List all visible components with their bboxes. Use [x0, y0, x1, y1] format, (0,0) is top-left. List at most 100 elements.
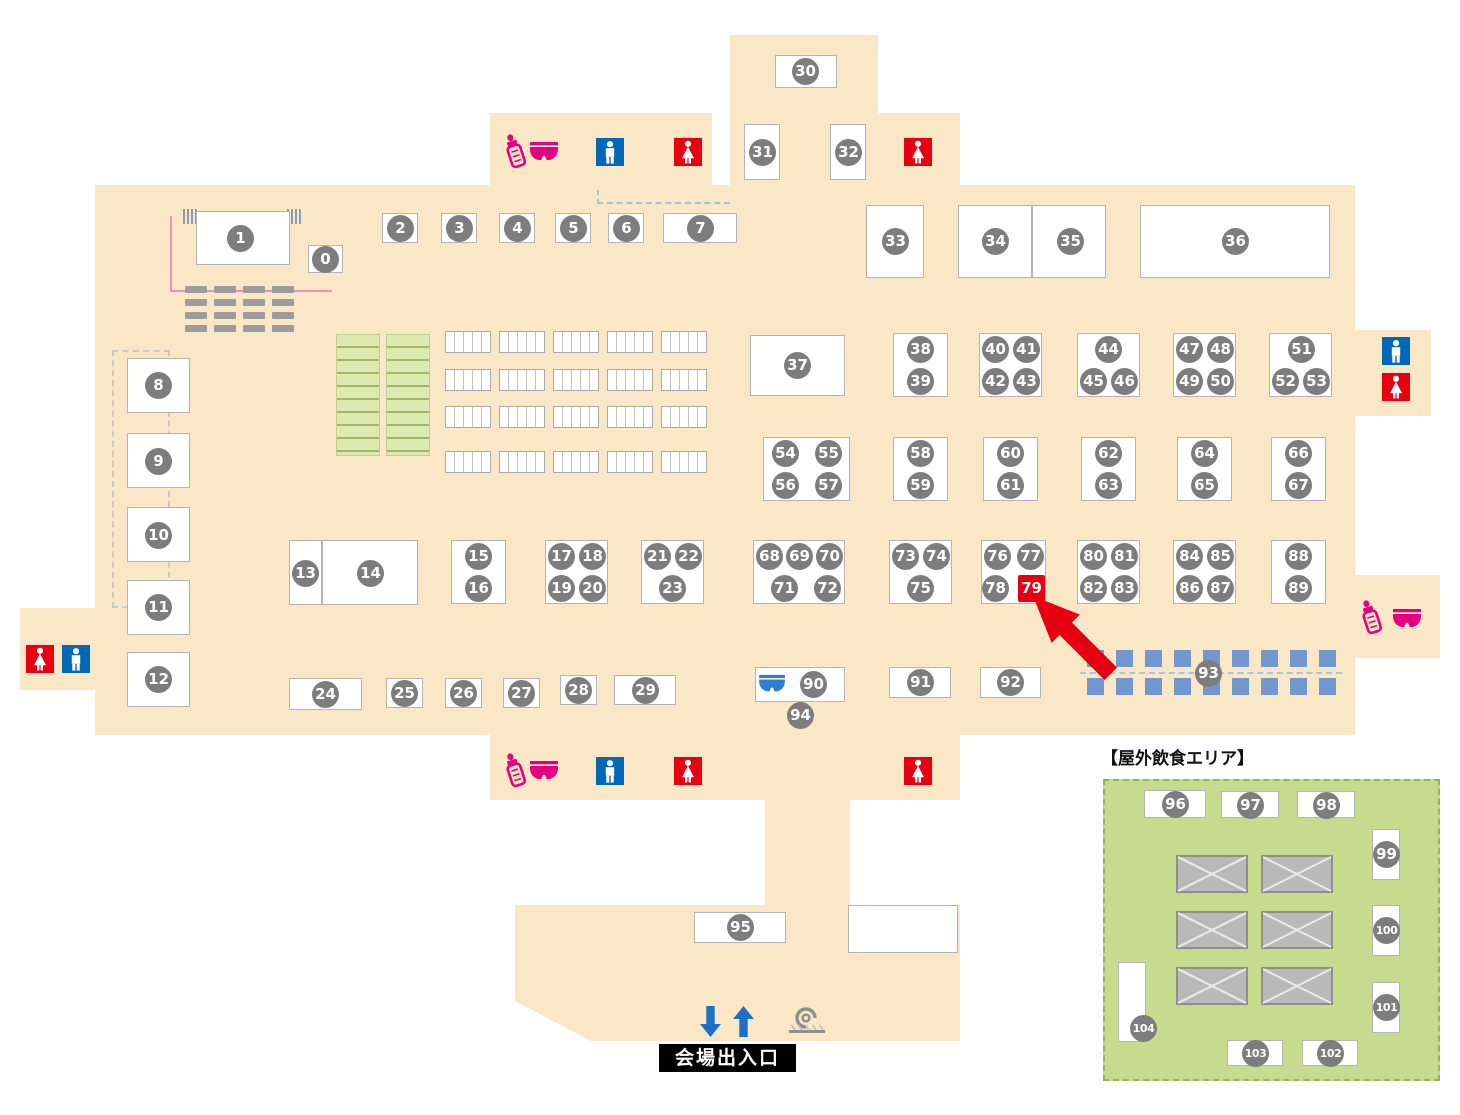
booth-95-marker: 95	[727, 914, 754, 941]
booth-43-marker: 43	[1013, 368, 1040, 395]
booth-46-marker: 46	[1111, 368, 1138, 395]
seating-cluster	[499, 331, 545, 353]
toilet-female-icon	[904, 757, 932, 785]
ramp-spiral-icon	[784, 1004, 830, 1036]
toilet-female-icon	[674, 138, 702, 166]
booth-81-marker: 81	[1111, 543, 1138, 570]
seating-cluster	[607, 451, 653, 473]
booth-87-marker: 87	[1207, 575, 1234, 602]
seating-table-blue	[1174, 650, 1191, 667]
booth-3-marker: 3	[446, 215, 473, 242]
booth-39-marker: 39	[907, 368, 934, 395]
booth-88-marker: 88	[1285, 543, 1312, 570]
booth-44-marker: 44	[1095, 336, 1122, 363]
queue-dash	[185, 286, 207, 293]
booth-42-marker: 42	[982, 368, 1009, 395]
booth-0-marker: 0	[312, 246, 339, 273]
seating-table-blue	[1261, 650, 1278, 667]
booth-89-marker: 89	[1285, 575, 1312, 602]
booth-box	[127, 358, 190, 413]
booth-86-marker: 86	[1176, 575, 1203, 602]
booth-70-marker: 70	[816, 543, 843, 570]
seating-cluster	[445, 451, 491, 473]
booth-4-marker: 4	[504, 215, 531, 242]
booth-59-marker: 59	[907, 472, 934, 499]
booth-box	[848, 905, 958, 953]
stage-line	[170, 216, 172, 292]
seating-table-green	[386, 334, 430, 456]
toilet-male-icon	[62, 645, 90, 673]
queue-dash	[185, 299, 207, 306]
seating-table-blue	[1145, 650, 1162, 667]
nursing-bottle-icon	[501, 752, 529, 790]
queue-dash	[185, 325, 207, 332]
seating-cluster	[445, 369, 491, 391]
seating-cluster	[499, 369, 545, 391]
booth-40-marker: 40	[982, 336, 1009, 363]
booth-101-marker: 101	[1373, 994, 1400, 1021]
toilet-male-icon	[596, 138, 624, 166]
outdoor-table	[1176, 911, 1248, 949]
queue-dash	[243, 299, 265, 306]
seating-table-blue	[1087, 678, 1104, 695]
booth-1-marker: 1	[227, 225, 254, 252]
booth-56-marker: 56	[772, 472, 799, 499]
booth-90-marker: 90	[800, 671, 827, 698]
queue-dash	[185, 312, 207, 319]
seating-table-blue	[1232, 678, 1249, 695]
booth-8-marker: 8	[145, 372, 172, 399]
booth-98-marker: 98	[1313, 792, 1340, 819]
dashed-guide-line	[597, 190, 730, 204]
toilet-male-icon	[596, 757, 624, 785]
queue-dash	[272, 312, 294, 319]
booth-103-marker: 103	[1242, 1040, 1269, 1067]
booth-32-marker: 32	[835, 139, 862, 166]
booth-80-marker: 80	[1080, 543, 1107, 570]
seating-cluster	[607, 406, 653, 428]
seating-cluster	[499, 451, 545, 473]
booth-37-marker: 37	[784, 352, 811, 379]
booth-6-marker: 6	[613, 215, 640, 242]
floor-area	[765, 798, 850, 908]
booth-63-marker: 63	[1095, 472, 1122, 499]
booth-47-marker: 47	[1176, 336, 1203, 363]
toilet-female-icon	[904, 138, 932, 166]
entrance-label: 会場出入口	[659, 1044, 796, 1072]
booth-76-marker: 76	[984, 543, 1011, 570]
booth-71-marker: 71	[771, 575, 798, 602]
booth-36-marker: 36	[1222, 228, 1249, 255]
stage-hatch	[183, 209, 199, 224]
toilet-female-icon	[674, 757, 702, 785]
booth-50-marker: 50	[1207, 368, 1234, 395]
booth-57-marker: 57	[815, 472, 842, 499]
nursing-pants-icon	[528, 759, 560, 784]
outdoor-table	[1176, 967, 1248, 1005]
booth-100-marker: 100	[1373, 917, 1400, 944]
queue-dash	[214, 325, 236, 332]
booth-22-marker: 22	[675, 543, 702, 570]
booth-93-marker: 93	[1195, 660, 1222, 687]
nursing-bottle-icon	[1357, 599, 1385, 637]
booth-51-marker: 51	[1288, 336, 1315, 363]
booth-60-marker: 60	[997, 440, 1024, 467]
booth-73-marker: 73	[892, 543, 919, 570]
booth-20-marker: 20	[579, 575, 606, 602]
nursing-pants-icon	[1391, 607, 1423, 632]
queue-dash	[243, 325, 265, 332]
toilet-female-icon	[26, 645, 54, 673]
booth-67-marker: 67	[1285, 472, 1312, 499]
booth-79-marker-highlighted: 79	[1018, 575, 1045, 602]
booth-14-marker: 14	[357, 560, 384, 587]
seating-table-blue	[1319, 650, 1336, 667]
booth-34-marker: 34	[982, 228, 1009, 255]
outdoor-table	[1261, 855, 1333, 893]
booth-5-marker: 5	[560, 215, 587, 242]
queue-dash	[214, 312, 236, 319]
seating-table-blue	[1232, 650, 1249, 667]
booth-69-marker: 69	[786, 543, 813, 570]
booth-12-marker: 12	[145, 666, 172, 693]
booth-45-marker: 45	[1080, 368, 1107, 395]
seating-cluster	[553, 369, 599, 391]
booth-91-marker: 91	[907, 669, 934, 696]
